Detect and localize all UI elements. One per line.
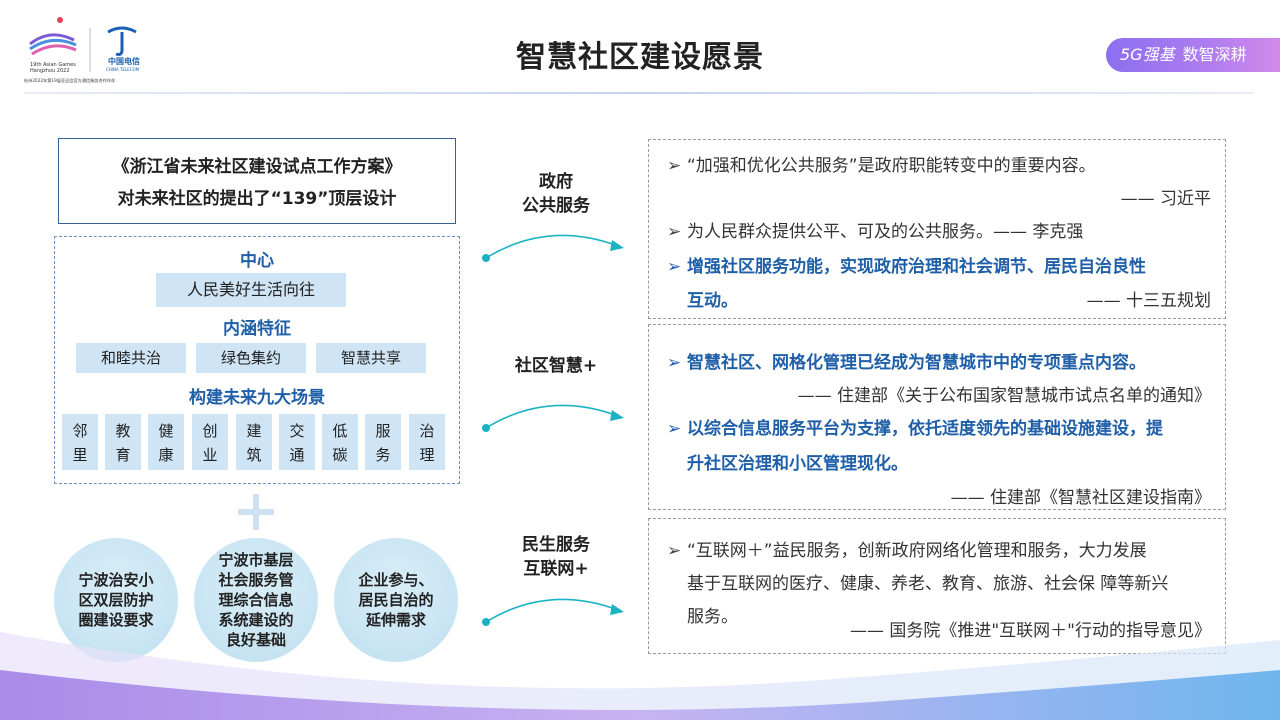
tagline-digital: 数智深耕 [1182,45,1247,64]
arrow-icon [482,598,624,626]
asian-games-logo-icon: 19th Asian Games Hangzhou 2022 杭州2022年第1… [24,17,140,84]
center-title: 中心 [240,251,274,271]
center-value: 人民美好生活向往 [156,273,346,307]
scenes-title: 构建未来九大场景 [189,388,325,408]
policy-line: 服务。 [687,607,738,627]
scene-tile: 服务 [365,414,401,470]
svg-text:Hangzhou 2022: Hangzhou 2022 [30,68,70,74]
policy-line-highlight: ➢增强社区服务功能，实现政府治理和社会调节、居民自治良性 [667,257,1146,277]
page-title: 智慧社区建设愿景 [516,40,764,75]
policy-source: —— 习近平 [1120,189,1211,209]
scene-tile: 教育 [105,414,141,470]
policy-box-internet: ➢“互联网＋”益民服务，创新政府网络化管理和服务，大力发展 基于互联网的医疗、健… [648,518,1226,654]
scene-tile: 建筑 [236,414,272,470]
label-government-service: 政府公共服务 [522,172,590,216]
vision-box [54,236,460,484]
label-internet-service: 民生服务互联网+ [522,535,590,579]
policy-line: ➢“互联网＋”益民服务，创新政府网络化管理和服务，大力发展 [667,541,1147,561]
connotation-tag: 绿色集约 [196,343,306,373]
policy-line-highlight: 升社区治理和小区管理现化。 [687,454,908,474]
scene-tile: 交通 [279,414,315,470]
bullet-arrow-icon: ➢ [667,156,682,176]
policy-line: 基于互联网的医疗、健康、养老、教育、旅游、社会保 障等新兴 [687,574,1169,594]
connotation-tag: 和睦共治 [76,343,186,373]
plan-subtitle: 对未来社区的提出了“139”顶层设计 [117,189,397,209]
bullet-arrow-icon: ➢ [667,419,682,439]
basis-circle: 宁波市基层社会服务管理综合信息系统建设的良好基础 [194,538,318,662]
svg-text:中国电信: 中国电信 [108,56,140,66]
bullet-arrow-icon: ➢ [667,353,682,373]
plan-title: 《浙江省未来社区建设试点工作方案》 [112,157,402,177]
scene-tile: 低碳 [322,414,358,470]
policy-box-smart-community: ➢智慧社区、网格化管理已经成为智慧城市中的专项重点内容。 —— 住建部《关于公布… [648,324,1226,510]
policy-line-highlight: ➢以综合信息服务平台为支撑，依托适度领先的基础设施建设，提 [667,419,1163,439]
basis-circle: 宁波治安小区双层防护圈建设要求 [54,538,178,662]
svg-text:杭州2022年第19届亚运会官方通信服务合作伙伴: 杭州2022年第19届亚运会官方通信服务合作伙伴 [24,77,116,84]
tagline-badge: 5G强基数智深耕 [1106,38,1280,72]
policy-line-highlight: ➢智慧社区、网格化管理已经成为智慧城市中的专项重点内容。 [667,353,1146,373]
scene-tile: 邻里 [62,414,98,470]
policy-source: —— 住建部《智慧社区建设指南》 [950,488,1211,508]
policy-line: ➢“加强和优化公共服务”是政府职能转变中的重要内容。 [667,156,1096,176]
policy-source: —— 十三五规划 [1086,291,1211,311]
svg-text:CHINA TELECOM: CHINA TELECOM [106,67,140,72]
tagline-5g: 5G强基 [1120,45,1175,64]
scene-tile: 健康 [148,414,184,470]
scene-tile: 治理 [409,414,445,470]
policy-line: ➢为人民群众提供公平、可及的公共服务。—— 李克强 [667,222,1084,242]
bullet-arrow-icon: ➢ [667,541,682,561]
connotation-tag: 智慧共享 [316,343,426,373]
scene-tile: 创业 [192,414,228,470]
basis-circle: 企业参与、居民自治的延伸需求 [334,538,458,662]
policy-source: —— 住建部《关于公布国家智慧城市试点名单的通知》 [797,386,1211,406]
header-divider [24,92,1254,94]
arrow-icon [482,404,624,432]
bullet-arrow-icon: ➢ [667,257,682,277]
svg-text:19th Asian Games: 19th Asian Games [30,62,76,68]
plus-icon [236,492,276,532]
logo: 19th Asian Games Hangzhou 2022 杭州2022年第1… [24,14,154,86]
connotation-title: 内涵特征 [223,319,291,339]
policy-box-government: ➢“加强和优化公共服务”是政府职能转变中的重要内容。 —— 习近平 ➢为人民群众… [648,139,1226,319]
bullet-arrow-icon: ➢ [667,222,682,242]
policy-source: —— 国务院《推进"互联网＋"行动的指导意见》 [849,621,1211,641]
plan-box: 《浙江省未来社区建设试点工作方案》 对未来社区的提出了“139”顶层设计 [58,138,456,224]
policy-line-highlight: 互动。 [687,291,738,311]
label-community-smart: 社区智慧+ [514,356,598,376]
arrow-icon [482,234,624,262]
bottom-wave [0,632,1280,720]
